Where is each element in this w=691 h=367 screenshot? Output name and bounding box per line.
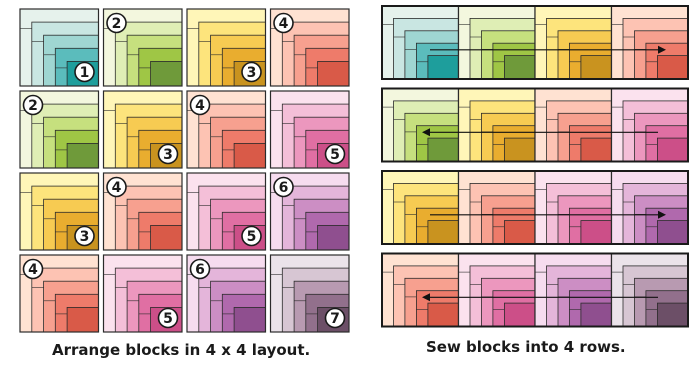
- row-block: [382, 254, 459, 327]
- block-number: 4: [195, 98, 205, 114]
- block-number-badge: 2: [107, 14, 126, 33]
- row-block: [612, 254, 689, 327]
- row-block: [382, 89, 459, 162]
- caption-sew: Sew blocks into 4 rows.: [426, 338, 626, 356]
- row-block: [535, 171, 612, 244]
- block-number: 1: [80, 65, 90, 81]
- block-number: 6: [195, 262, 205, 278]
- block-number-badge: 1: [75, 63, 94, 82]
- block-number: 2: [112, 16, 122, 32]
- caption-arrange: Arrange blocks in 4 x 4 layout.: [52, 341, 310, 359]
- block-number: 7: [330, 311, 340, 327]
- block-number-badge: 6: [191, 260, 210, 279]
- sewn-row: [382, 171, 688, 244]
- row-block: [459, 171, 536, 244]
- block-number-badge: 4: [191, 96, 210, 115]
- block-number-badge: 3: [159, 145, 178, 164]
- row-block: [612, 6, 689, 79]
- row-block: [612, 89, 689, 162]
- block-number: 5: [163, 311, 173, 327]
- sewn-row: [382, 6, 688, 79]
- block-number: 2: [28, 98, 38, 114]
- block-number-badge: 4: [274, 14, 293, 33]
- row-block: [382, 6, 459, 79]
- row-block: [535, 6, 612, 79]
- row-block: [612, 171, 689, 244]
- sewn-row: [382, 89, 688, 162]
- block-number-badge: 4: [24, 260, 43, 279]
- block-number-badge: 5: [326, 145, 345, 164]
- block-number: 3: [247, 65, 257, 81]
- row-block: [459, 254, 536, 327]
- row-block: [459, 6, 536, 79]
- block-number-badge: 5: [242, 227, 261, 246]
- block-number: 3: [80, 229, 90, 245]
- block-number: 5: [247, 229, 257, 245]
- row-block: [382, 171, 459, 244]
- block-number: 3: [163, 147, 173, 163]
- block-number: 6: [279, 180, 289, 196]
- block-number-badge: 7: [326, 309, 345, 328]
- block-number-badge: 4: [107, 178, 126, 197]
- row-block: [535, 89, 612, 162]
- block-number-badge: 6: [274, 178, 293, 197]
- row-block: [535, 254, 612, 327]
- block-number: 4: [279, 16, 289, 32]
- block-number-badge: 5: [159, 309, 178, 328]
- sewn-row: [382, 254, 688, 327]
- block-number: 4: [112, 180, 122, 196]
- block-number: 5: [330, 147, 340, 163]
- block-number-badge: 2: [24, 96, 43, 115]
- block-number-badge: 3: [242, 63, 261, 82]
- block-number: 4: [28, 262, 38, 278]
- block-grid-4x4: 1 2 3 4 2 3 4 5 3 4 5 6 4 5 6 7: [20, 9, 349, 332]
- row-block: [459, 89, 536, 162]
- block-number-badge: 3: [75, 227, 94, 246]
- sewn-rows: [382, 6, 688, 327]
